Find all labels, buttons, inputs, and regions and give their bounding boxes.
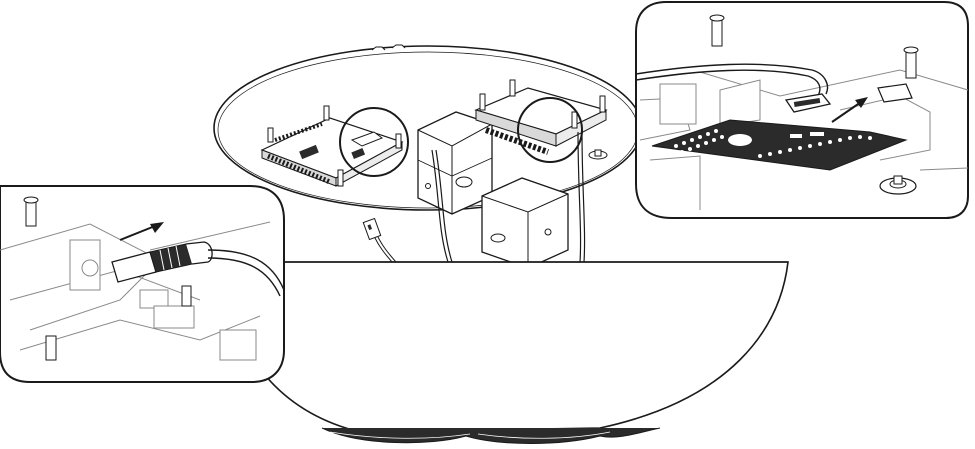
- stepper-motor-upper: [417, 111, 493, 215]
- bowl-housing: [219, 261, 789, 444]
- ribbon-connector: [784, 83, 913, 113]
- power-connector: [111, 241, 285, 297]
- stepper-motor-lower: [481, 177, 569, 269]
- detail-circle-left: [339, 107, 409, 177]
- socket-post: [879, 175, 917, 195]
- wires: [431, 131, 586, 263]
- callout-left: [0, 185, 285, 383]
- callout-right: [635, 1, 969, 219]
- plate-post: [588, 149, 608, 160]
- perforated-board: [651, 119, 908, 171]
- small-connector-plug: [362, 217, 397, 263]
- arrow-insert-icon: [831, 97, 868, 123]
- controller-board: [260, 105, 404, 187]
- detail-circle-right: [517, 97, 583, 163]
- callout-left-board: [0, 221, 271, 361]
- arrow-insert-icon: [119, 222, 164, 241]
